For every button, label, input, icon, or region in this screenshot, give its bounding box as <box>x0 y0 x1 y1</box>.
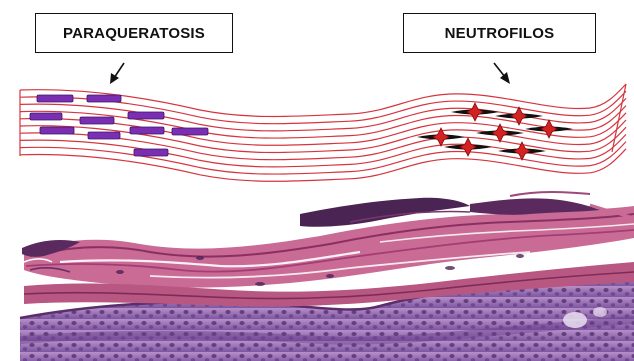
parakeratotic-nucleus <box>134 149 168 156</box>
parakeratotic-nucleus <box>80 117 114 124</box>
arrow-left-icon <box>110 63 124 84</box>
neutrophil <box>417 128 465 146</box>
parakeratotic-nucleus <box>37 95 73 102</box>
neutrophil <box>495 107 543 125</box>
parakeratotic-nucleus <box>130 127 164 134</box>
neutrophil <box>498 142 546 160</box>
neutrophil <box>476 124 524 142</box>
parakeratotic-nucleus <box>30 113 62 120</box>
parakeratotic-nucleus <box>128 112 164 119</box>
parakeratotic-nucleus <box>40 127 74 134</box>
parakeratotic-nucleus <box>87 95 121 102</box>
histology-micrograph <box>20 192 634 361</box>
parakeratotic-nucleus <box>88 132 120 139</box>
neutrophil-cells <box>417 103 573 160</box>
parakeratotic-nucleus <box>172 128 208 135</box>
arrow-right-icon <box>494 63 510 84</box>
